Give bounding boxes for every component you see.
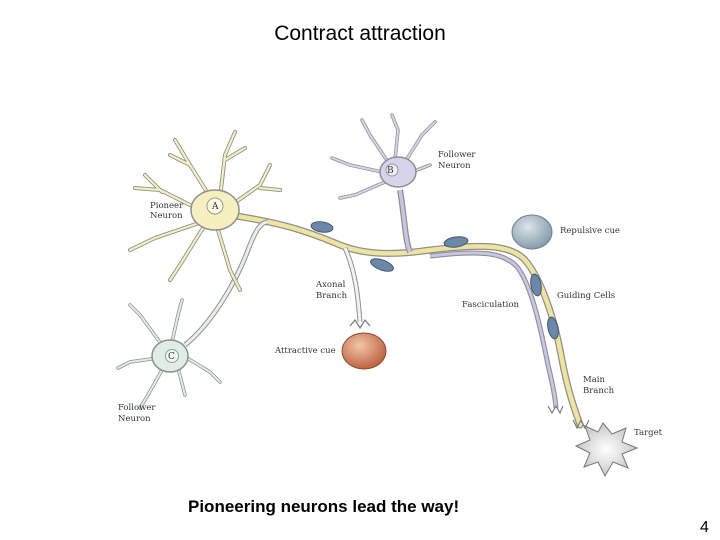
attractive-cue xyxy=(341,332,387,370)
label-follower-b-line1: Follower xyxy=(438,150,476,160)
label-guiding-cells: Guiding Cells xyxy=(557,291,615,301)
label-target: Target xyxy=(634,428,663,438)
repulsive-cue xyxy=(511,214,553,250)
guiding-cells xyxy=(310,221,559,340)
label-pioneer-line2: Neuron xyxy=(150,211,183,221)
label-follower-b-line2: Neuron xyxy=(438,161,471,171)
pioneer-axon xyxy=(227,212,583,428)
page-number: 4 xyxy=(700,519,709,536)
pioneer-letter: A xyxy=(211,202,219,212)
main-axon-bundle xyxy=(226,189,584,429)
follower-neuron-b: B xyxy=(330,113,437,200)
pioneer-neuron: A xyxy=(128,130,282,292)
label-axonal-branch-line1: Axonal xyxy=(315,280,346,290)
follower-b-letter: B xyxy=(387,166,394,176)
label-follower-c-line2: Neuron xyxy=(118,414,151,424)
label-follower-c-line1: Follower xyxy=(118,403,156,413)
label-main-branch-line1: Main xyxy=(583,375,605,385)
follower-c-axon xyxy=(183,219,269,347)
neuron-guidance-diagram: A Pioneer Neuron B Follower Neuron xyxy=(116,113,663,478)
label-main-branch-line2: Branch xyxy=(583,386,615,396)
guiding-cell xyxy=(310,221,334,233)
label-repulsive-cue: Repulsive cue xyxy=(560,226,620,236)
target xyxy=(574,422,639,478)
follower-c-letter: C xyxy=(168,352,175,362)
label-axonal-branch-line2: Branch xyxy=(316,291,348,301)
axonal-branch xyxy=(342,246,371,330)
label-attractive-cue: Attractive cue xyxy=(274,346,336,356)
slide-caption: Pioneering neurons lead the way! xyxy=(188,497,460,516)
label-fasciculation: Fasciculation xyxy=(462,300,520,310)
growth-cones xyxy=(547,404,590,430)
follower-b-axon xyxy=(398,189,412,253)
label-pioneer-line1: Pioneer xyxy=(150,201,184,211)
guiding-cell xyxy=(530,273,542,297)
guiding-cell xyxy=(370,258,394,272)
guiding-cell xyxy=(547,316,559,340)
guiding-cell xyxy=(443,236,469,248)
follower-neuron-c: C xyxy=(116,298,222,410)
slide-title: Contract attraction xyxy=(274,22,446,45)
